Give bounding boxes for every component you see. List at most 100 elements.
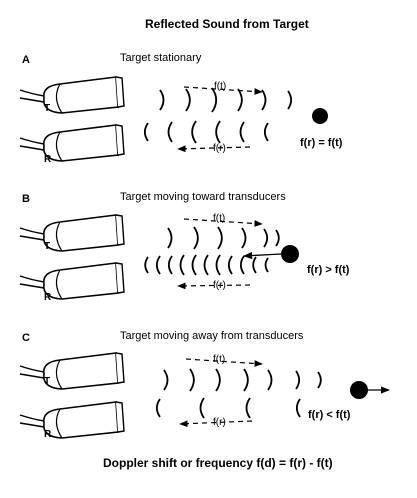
- panel-c-letter: C: [22, 332, 30, 344]
- sound-wave-arc: [159, 89, 165, 111]
- sound-wave-arc: [295, 398, 301, 418]
- panel-a-receiver-transducer-ring: [55, 131, 63, 162]
- sound-wave-arc: [167, 227, 173, 249]
- panel-a-equation: f(r) = f(t): [300, 137, 343, 149]
- panel-b-transmitter-transducer: [19, 214, 125, 252]
- panel-a-receive-label: f(r): [213, 143, 226, 154]
- panel-c-receiver-transducer-cable-bottom: [19, 422, 45, 428]
- panel-c-transmitter-transducer: [19, 352, 125, 390]
- sound-wave-arc: [189, 368, 195, 392]
- panel-b-receiver-transducer-face: [115, 262, 125, 294]
- panel-c-reflected-waves: [155, 397, 301, 419]
- panel-a-receiver-transducer-face: [115, 124, 125, 156]
- sound-wave-arc: [317, 371, 322, 389]
- panel-c-transmit-arrow: [185, 358, 263, 367]
- panel-c-receiver-transducer-cable-top: [19, 414, 45, 422]
- panel-a-target: [312, 108, 328, 124]
- panel-b-transmitter-transducer-ring: [55, 221, 63, 252]
- panel-b-target-motion-arrow: [243, 251, 282, 260]
- sound-wave-arc: [217, 226, 223, 250]
- panel-a-receiver-transducer: [19, 124, 125, 162]
- sound-wave-arc: [239, 121, 245, 143]
- panel-a-receiver-transducer-body: [43, 124, 119, 162]
- sound-wave-arc: [261, 89, 267, 111]
- panel-b-subtitle: Target moving toward transducers: [120, 191, 286, 203]
- sound-wave-arc: [252, 256, 257, 274]
- sound-wave-arc: [155, 255, 161, 275]
- panel-c-receiver-transducer: [19, 401, 125, 439]
- panel-b-receiver-transducer-cable-bottom: [19, 283, 45, 289]
- panel-c-transmit-label: f(t): [213, 354, 226, 365]
- sound-wave-arc: [241, 227, 247, 249]
- sound-wave-arc: [143, 122, 149, 142]
- sound-wave-arc: [163, 369, 169, 391]
- sound-wave-arc: [263, 228, 269, 248]
- panel-b-reflected-waves: [144, 254, 269, 276]
- sound-wave-arc: [245, 397, 251, 419]
- panel-b-equation: f(r) > f(t): [307, 264, 350, 276]
- panel-a-subtitle: Target stationary: [120, 52, 202, 64]
- panel-a-receive-arrow: [177, 145, 251, 153]
- panel-c-transmitter-letter: T: [44, 376, 51, 387]
- panel-a-transmitter-transducer-cable-top: [19, 89, 45, 97]
- panel-a-transmitter-transducer: [19, 76, 125, 114]
- panel-c-receiver-transducer-body: [43, 401, 119, 439]
- panel-b-transmitter-letter: T: [44, 241, 51, 252]
- panel-b-receiver-letter: R: [44, 292, 52, 303]
- diagram-title: Reflected Sound from Target: [145, 17, 309, 31]
- sound-wave-arc: [191, 120, 197, 144]
- panel-b-receiver-transducer: [19, 262, 125, 300]
- panel-c-receive-label: f(r): [213, 417, 226, 428]
- panel-b-letter: B: [22, 193, 30, 205]
- panel-c-transmitted-waves: [163, 368, 322, 392]
- panel-b-receiver-transducer-ring: [55, 269, 63, 300]
- panel-a-transmit-arrow: [183, 86, 263, 95]
- sound-wave-arc: [203, 254, 209, 276]
- sound-wave-arc: [267, 369, 273, 391]
- panel-c-receiver-transducer-face: [115, 401, 125, 433]
- panel-b-transmitter-transducer-face: [115, 214, 125, 246]
- sound-wave-arc: [243, 368, 249, 392]
- panel-a-transmitter-transducer-cable-bottom: [19, 97, 45, 103]
- panel-a-reflected-waves: [143, 120, 269, 144]
- sound-wave-arc: [155, 398, 161, 418]
- panel-a-transmitted-waves: [159, 87, 293, 113]
- panel-b-receive-label: f(r): [213, 280, 226, 291]
- panel-a-transmit-label: f(t): [214, 81, 227, 92]
- sound-wave-arc: [227, 255, 233, 275]
- sound-wave-arc: [211, 87, 218, 113]
- panel-b-target: [281, 245, 299, 263]
- panel-c-receiver-transducer-ring: [55, 408, 63, 439]
- panel-a-transmitter-transducer-body: [43, 76, 119, 114]
- panel-a-letter: A: [22, 54, 30, 66]
- panel-b-transmitter-transducer-cable-bottom: [19, 235, 45, 241]
- sound-wave-arc: [199, 397, 205, 419]
- sound-wave-arc: [275, 229, 280, 247]
- sound-wave-arc: [295, 370, 301, 390]
- sound-wave-arc: [179, 254, 185, 276]
- sound-wave-arc: [239, 255, 245, 275]
- panel-a-transmitter-transducer-ring: [55, 83, 63, 114]
- sound-wave-arc: [167, 255, 173, 275]
- sound-wave-arc: [287, 90, 293, 110]
- panel-c-receiver-letter: R: [44, 429, 52, 440]
- panel-c-transmitter-transducer-cable-bottom: [19, 373, 45, 379]
- sound-wave-arc: [191, 254, 197, 276]
- panel-a-transmitter-transducer-face: [115, 76, 125, 108]
- panel-a-transmitter-letter: T: [44, 103, 51, 114]
- panel-b-receiver-transducer-body: [43, 262, 119, 300]
- panel-c-equation: f(r) < f(t): [308, 409, 351, 421]
- sound-wave-arc: [144, 256, 149, 274]
- panel-a-receiver-transducer-cable-top: [19, 137, 45, 145]
- sound-wave-arc: [185, 88, 191, 112]
- sound-wave-arc: [263, 122, 269, 142]
- panel-c-transmitter-transducer-cable-top: [19, 365, 45, 373]
- panel-a-receiver-letter: R: [44, 154, 52, 165]
- sound-wave-arc: [215, 120, 221, 144]
- sound-wave-arc: [264, 257, 269, 273]
- panel-b-receive-arrow: [177, 282, 251, 290]
- panel-b-transmitter-transducer-body: [43, 214, 119, 252]
- panel-c-transmitter-transducer-body: [43, 352, 119, 390]
